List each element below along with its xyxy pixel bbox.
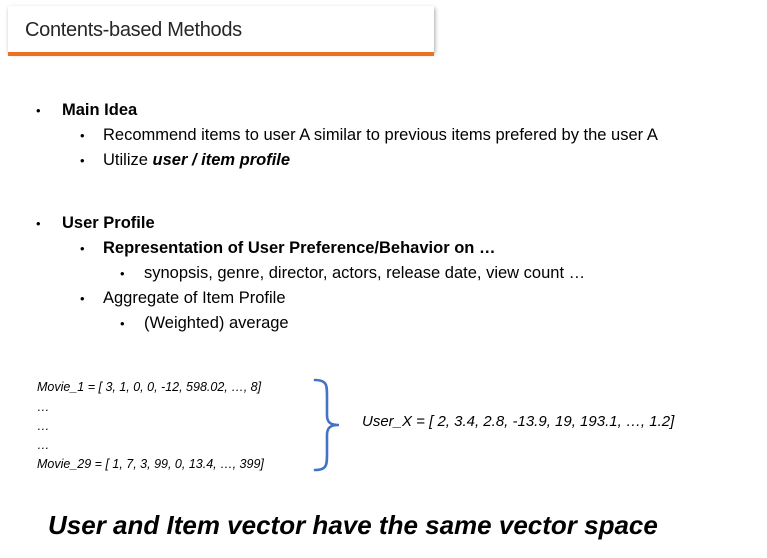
bullet-icon: • bbox=[80, 291, 85, 306]
user-profile-point-2: Aggregate of Item Profile bbox=[103, 289, 286, 307]
user-profile-heading: User Profile bbox=[62, 214, 155, 232]
movie-29-vector: Movie_29 = [ 1, 7, 3, 99, 0, 13.4, …, 39… bbox=[37, 457, 264, 471]
ellipsis-row: … bbox=[37, 438, 50, 452]
main-idea-point-2: Utilize user / item profile bbox=[103, 151, 290, 170]
user-profile-point-1-sub: synopsis, genre, director, actors, relea… bbox=[144, 264, 586, 282]
bullet-icon: • bbox=[80, 153, 85, 168]
title-box: Contents-based Methods bbox=[8, 6, 434, 52]
bullet-icon: • bbox=[36, 216, 41, 231]
bullet-icon: • bbox=[80, 128, 85, 143]
slide-title: Contents-based Methods bbox=[25, 19, 242, 41]
bullet-icon: • bbox=[80, 241, 85, 256]
conclusion-text: User and Item vector have the same vecto… bbox=[48, 510, 658, 540]
bullet-icon: • bbox=[120, 316, 125, 331]
main-idea-heading: Main Idea bbox=[62, 101, 138, 119]
user-profile-point-1: Representation of User Preference/Behavi… bbox=[103, 239, 496, 257]
movie-1-vector: Movie_1 = [ 3, 1, 0, 0, -12, 598.02, …, … bbox=[37, 380, 262, 394]
user-x-vector: User_X = [ 2, 3.4, 2.8, -13.9, 19, 193.1… bbox=[362, 413, 675, 430]
main-idea-point-1: Recommend items to user A similar to pre… bbox=[103, 126, 658, 144]
ellipsis-row: … bbox=[37, 400, 50, 414]
bullet-icon: • bbox=[120, 266, 125, 281]
user-profile-point-2-sub: (Weighted) average bbox=[144, 314, 289, 332]
ellipsis-row: … bbox=[37, 419, 50, 433]
title-underline bbox=[8, 52, 434, 56]
point-2-emphasis: user / item profile bbox=[152, 151, 291, 169]
point-2-prefix: Utilize bbox=[103, 151, 153, 169]
bullet-icon: • bbox=[36, 103, 41, 118]
curly-brace-icon bbox=[313, 378, 340, 472]
